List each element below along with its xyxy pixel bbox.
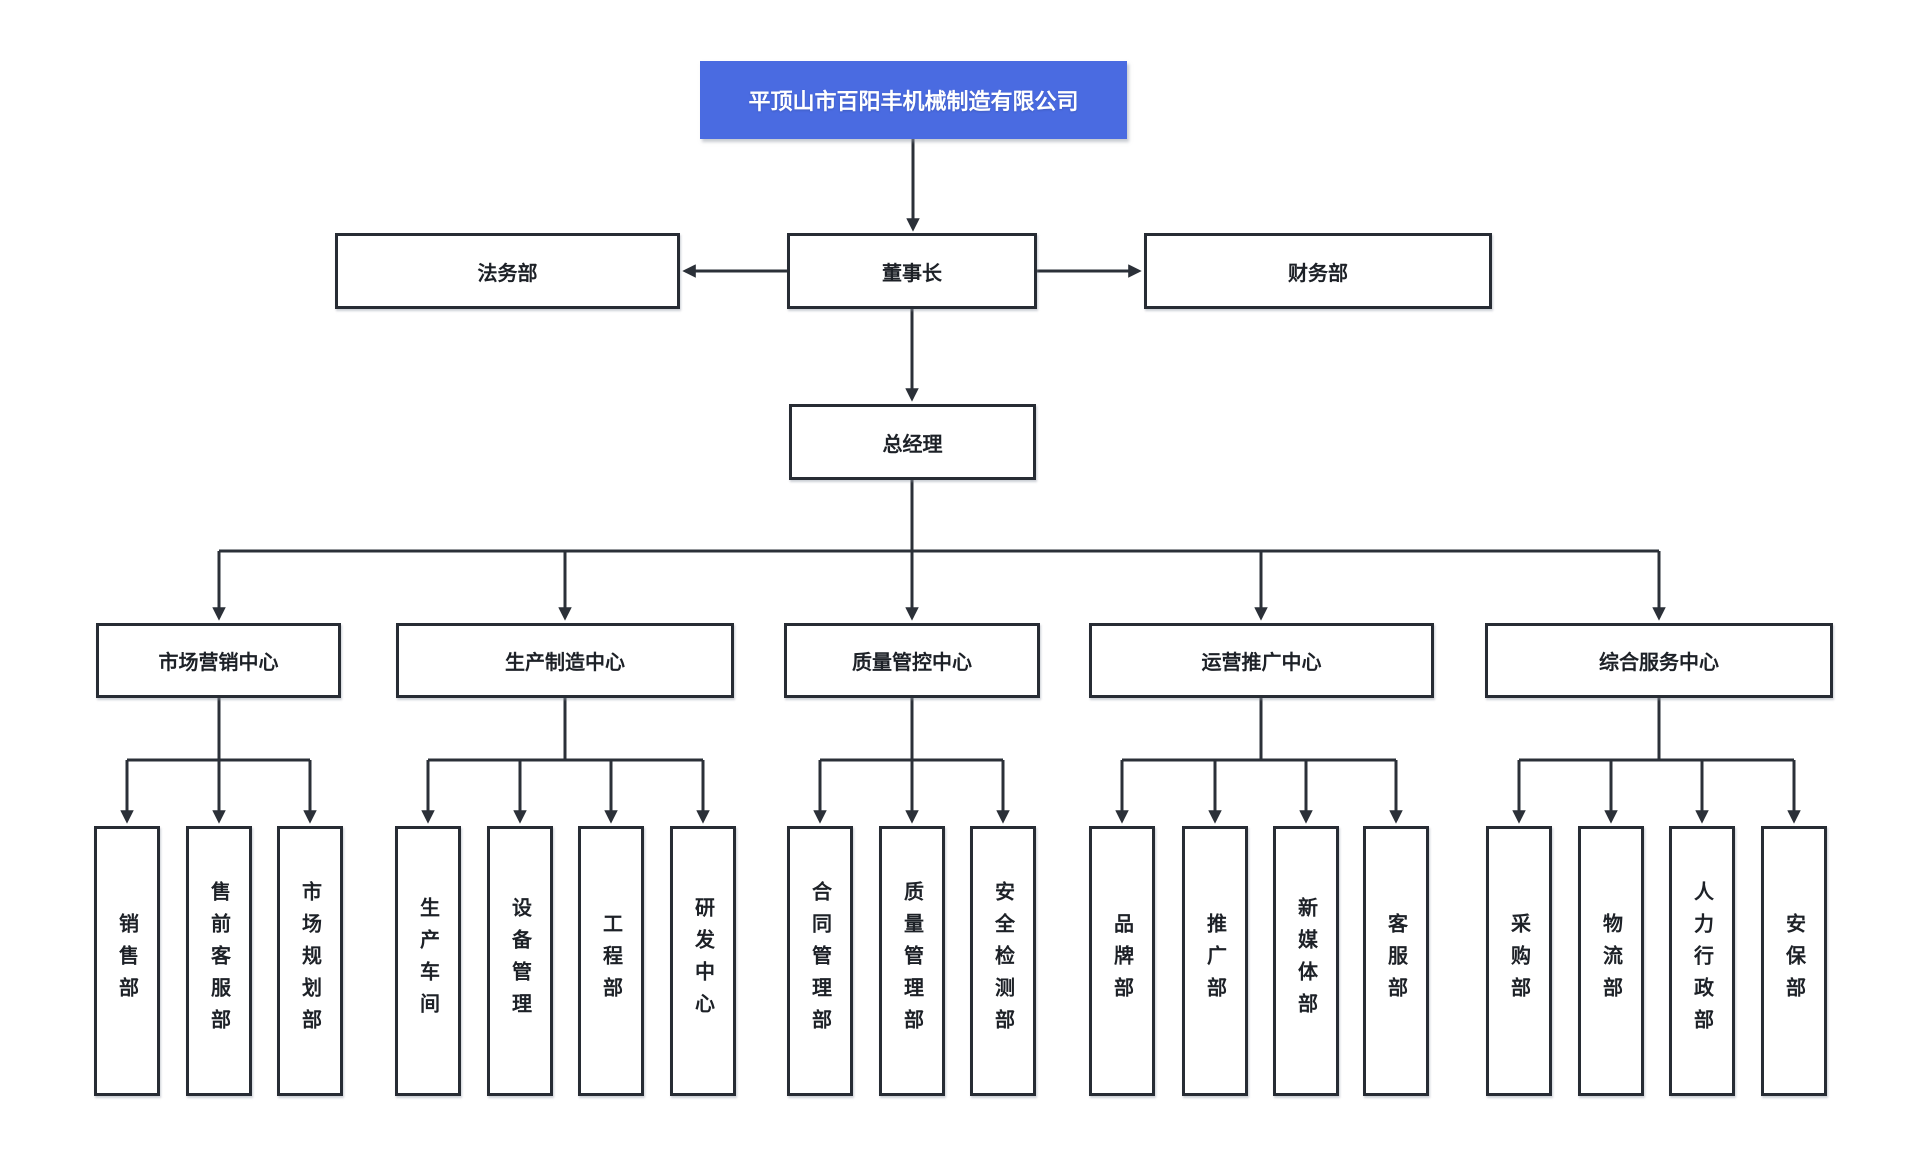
org-node-legal-dept: 法务部 (335, 233, 680, 309)
org-node-marketing-center: 市场营销中心 (96, 623, 341, 698)
edges-operations-center-children (1115, 698, 1403, 824)
edges-production-center-children (421, 698, 710, 824)
org-node-quality-center: 质量管控中心 (784, 623, 1040, 698)
org-node-engineering-dept: 工程部 (578, 826, 644, 1096)
org-node-promotion-dept: 推广部 (1182, 826, 1248, 1096)
edges-marketing-center-children (120, 698, 317, 824)
org-node-production-center: 生产制造中心 (396, 623, 734, 698)
org-node-logistics-dept: 物流部 (1578, 826, 1644, 1096)
org-node-finance-dept: 财务部 (1144, 233, 1492, 309)
org-node-production-workshop: 生产车间 (395, 826, 461, 1096)
org-node-customer-service-dept: 客服部 (1363, 826, 1429, 1096)
org-node-rd-center: 研发中心 (670, 826, 736, 1096)
org-node-brand-dept: 品牌部 (1089, 826, 1155, 1096)
org-node-security-dept: 安保部 (1761, 826, 1827, 1096)
org-node-hr-admin-dept: 人力行政部 (1669, 826, 1735, 1096)
org-node-quality-management-dept: 质量管理部 (879, 826, 945, 1096)
org-node-market-planning-dept: 市场规划部 (277, 826, 343, 1096)
org-node-procurement-dept: 采购部 (1486, 826, 1552, 1096)
org-node-company-root: 平顶山市百阳丰机械制造有限公司 (700, 61, 1127, 139)
org-node-chairman: 董事长 (787, 233, 1037, 309)
org-node-contract-management-dept: 合同管理部 (787, 826, 853, 1096)
org-node-services-center: 综合服务中心 (1485, 623, 1833, 698)
org-node-operations-center: 运营推广中心 (1089, 623, 1434, 698)
edges-services-center-children (1512, 698, 1801, 824)
edges-gm-to-centers (212, 480, 1666, 621)
org-node-sales-dept: 销售部 (94, 826, 160, 1096)
org-node-general-manager: 总经理 (789, 404, 1036, 480)
org-node-equipment-management: 设备管理 (487, 826, 553, 1096)
org-node-safety-inspection-dept: 安全检测部 (970, 826, 1036, 1096)
org-node-new-media-dept: 新媒体部 (1273, 826, 1339, 1096)
edges-quality-center-children (813, 698, 1010, 824)
org-node-presales-service-dept: 售前客服部 (186, 826, 252, 1096)
